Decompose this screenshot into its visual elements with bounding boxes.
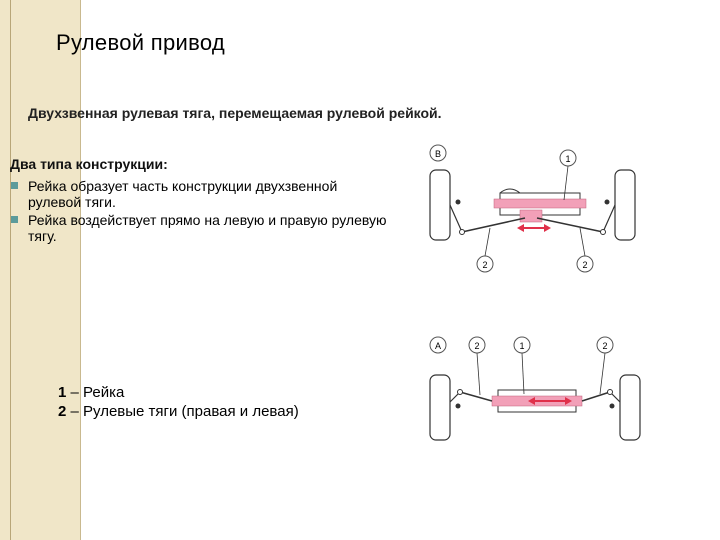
square-bullet-icon [11, 216, 18, 223]
diagram-a-tag: A [435, 341, 441, 351]
callout-line [563, 165, 569, 201]
steering-diagram-a: A 2 1 2 [420, 330, 650, 450]
bullet-list: Рейка образует часть конструкции двухзве… [10, 178, 390, 246]
left-joint [459, 229, 465, 235]
right-joint [607, 389, 613, 395]
right-tie-rod [581, 391, 611, 402]
legend-item: 1 – Рейка [58, 383, 299, 402]
callout-line [599, 352, 606, 395]
callout-label: 2 [482, 260, 487, 270]
diagram-a-tag-circle [429, 336, 447, 354]
right-wheel [614, 169, 636, 241]
callout-label: 2 [474, 341, 479, 351]
housing-hump [499, 188, 521, 194]
left-wheel [429, 169, 451, 241]
right-joint [600, 229, 606, 235]
callout-label: 2 [602, 341, 607, 351]
square-bullet-icon [11, 182, 18, 189]
slide-subtitle: Двухзвенная рулевая тяга, перемещаемая р… [28, 105, 442, 121]
legend-item: 2 – Рулевые тяги (правая и левая) [58, 402, 299, 421]
section-label: Два типа конструкции: [10, 156, 168, 172]
arrow-head-left [517, 224, 524, 232]
callout-line [521, 352, 525, 395]
right-steering-arm [602, 204, 616, 233]
diagram-b-tag-circle [429, 144, 447, 162]
bullet-item: Рейка образует часть конструкции двухзве… [10, 178, 390, 210]
bullet-text: Рейка образует часть конструкции двухзве… [28, 178, 338, 210]
diagram-b-tag: B [435, 149, 441, 159]
sidebar-rule [10, 0, 11, 540]
slide-title: Рулевой привод [56, 30, 226, 55]
callout-label: 1 [565, 154, 570, 164]
right-tie-rod [536, 217, 604, 233]
arrow-head-right [544, 224, 551, 232]
left-joint [457, 389, 463, 395]
left-tie-rod [459, 391, 493, 402]
steering-rack [493, 198, 587, 209]
callout-line [579, 227, 586, 257]
callout-label: 1 [519, 341, 524, 351]
diagram-a-figure: A 2 1 2 [429, 336, 641, 441]
left-wheel [429, 374, 451, 441]
callout-line [476, 352, 481, 396]
callout-line [484, 227, 491, 257]
right-pivot [609, 403, 615, 409]
arrow-head-right [565, 397, 572, 405]
legend-number: 2 [58, 403, 67, 420]
legend-text: – Рейка [66, 384, 125, 401]
rack-bracket [519, 209, 543, 223]
steering-diagram-b: B 1 2 2 [420, 140, 650, 280]
left-steering-arm [449, 204, 463, 233]
decorative-sidebar [0, 0, 81, 540]
bullet-item: Рейка воздействует прямо на левую и прав… [10, 212, 390, 244]
callout-label: 2 [582, 260, 587, 270]
legend-number: 1 [58, 384, 67, 401]
diagram-b-figure: B 1 2 2 [429, 144, 636, 273]
bullet-text: Рейка воздействует прямо на левую и прав… [28, 212, 387, 244]
right-wheel [619, 374, 641, 441]
legend-text: – Рулевые тяги (правая и левая) [66, 403, 299, 420]
legend: 1 – Рейка 2 – Рулевые тяги (правая и лев… [58, 383, 299, 421]
left-pivot [455, 403, 461, 409]
left-tie-rod [461, 217, 526, 233]
right-pivot [604, 199, 610, 205]
left-pivot [455, 199, 461, 205]
arrow-head-left [528, 397, 535, 405]
